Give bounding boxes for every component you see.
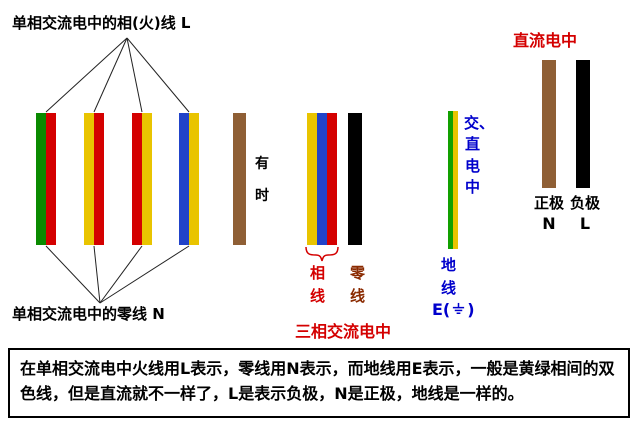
dc-negative-label: 负极 L bbox=[568, 193, 602, 235]
explanation-note-text: 在单相交流电中火线用L表示，零线用N表示，而地线用E表示，一般是黄绿相间的双色线… bbox=[20, 359, 615, 403]
wire-stripe-red bbox=[46, 113, 56, 245]
three-phase-neutral-wire-bar bbox=[348, 113, 362, 245]
single-phase-neutral-title: 单相交流电中的零线 N bbox=[12, 305, 165, 323]
wire-stripe-green bbox=[36, 113, 46, 245]
wire-stripe-brown bbox=[542, 60, 556, 188]
wire-stripe-red bbox=[132, 113, 142, 245]
wire-stripe-yellow bbox=[142, 113, 152, 245]
explanation-note-box: 在单相交流电中火线用L表示，零线用N表示，而地线用E表示，一般是黄绿相间的双色线… bbox=[8, 348, 630, 418]
three-phase-phase-wires-bar bbox=[307, 113, 337, 245]
wire-stripe-ground-yellow bbox=[453, 111, 458, 249]
neutral-wire-label: 零线 bbox=[349, 264, 365, 305]
dc-positive-label: 正极 N bbox=[532, 193, 566, 235]
live-wire-bar-1 bbox=[36, 113, 56, 245]
ground-symbol-label: E( ) bbox=[432, 300, 475, 319]
wire-stripe-blue bbox=[317, 113, 327, 245]
live-wire-bar-2 bbox=[84, 113, 104, 245]
wire-stripe-black bbox=[576, 60, 590, 188]
three-phase-title: 三相交流电中 bbox=[295, 322, 392, 341]
ground-wire-bar bbox=[448, 111, 458, 249]
negative-letter: L bbox=[579, 214, 591, 234]
live-wire-bar-4 bbox=[179, 113, 199, 245]
wire-stripe-blue bbox=[179, 113, 189, 245]
dc-title: 直流电中 bbox=[513, 31, 578, 50]
sometimes-live-wire-bar bbox=[233, 113, 246, 245]
phase-wires-underbrace bbox=[305, 246, 339, 262]
wire-stripe-ground-green bbox=[448, 111, 453, 249]
ground-e-suffix: ) bbox=[467, 300, 475, 319]
positive-letter: N bbox=[542, 214, 556, 234]
negative-text: 负极 bbox=[569, 194, 600, 212]
positive-text: 正极 bbox=[533, 194, 564, 212]
sometimes-label: 有时 bbox=[255, 156, 269, 205]
wire-stripe-red bbox=[327, 113, 337, 245]
ac-dc-context-label: 交、直电中 bbox=[464, 114, 495, 196]
phase-wire-label: 相线 bbox=[309, 264, 325, 305]
dc-positive-wire-bar bbox=[542, 60, 556, 188]
ground-e-prefix: E( bbox=[432, 300, 451, 319]
wire-stripe-yellow bbox=[307, 113, 317, 245]
dc-negative-wire-bar bbox=[576, 60, 590, 188]
single-phase-live-title: 单相交流电中的相(火)线 L bbox=[12, 14, 191, 32]
earth-ground-icon bbox=[453, 302, 465, 314]
wire-stripe-red bbox=[94, 113, 104, 245]
ground-wire-label: 地线 bbox=[440, 256, 456, 298]
wire-stripe-yellow bbox=[189, 113, 199, 245]
wire-stripe-black bbox=[348, 113, 362, 245]
wire-stripe-brown bbox=[233, 113, 246, 245]
wire-stripe-yellow bbox=[84, 113, 94, 245]
live-wire-bar-3 bbox=[132, 113, 152, 245]
